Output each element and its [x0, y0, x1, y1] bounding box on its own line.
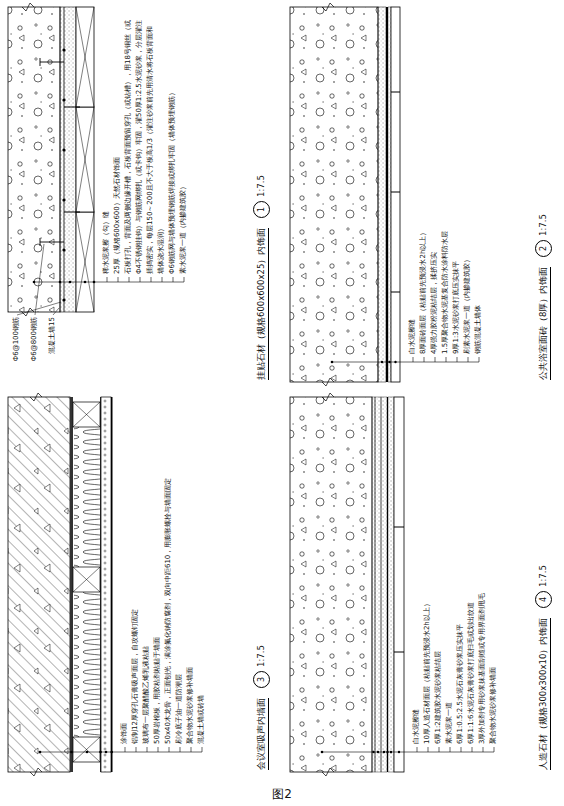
artificial-stone-section [290, 393, 404, 776]
leader-line [479, 357, 480, 362]
leader-line [34, 282, 184, 283]
layer-callout: 刷冷底子油一道防潮层 [175, 394, 185, 744]
rebar-label: 混凝土墙15 [48, 317, 57, 389]
layer-callout: 6厚1:0.5:2.5水泥石灰膏砂浆压实抹平 [456, 394, 466, 744]
leader-line [472, 747, 473, 752]
leader-line [129, 277, 130, 282]
layer-callout: 6厚1:1:6水泥石灰膏砂浆打底扫毛或划出纹道 [467, 394, 477, 744]
layer-callout: 墙体浇水湿润） [157, 4, 167, 274]
layer-callout: 铝制12厚穿孔石膏吸声面层，自攻螺钉固定 [131, 394, 141, 744]
layer-callout: 素水泥浆一道（内掺建筑胶） [179, 4, 189, 274]
layer-callout: 50厚岩棉板，用胶粘剂粘贴于墙面 [153, 394, 163, 744]
leader-line [118, 277, 119, 282]
leader-line [332, 362, 479, 363]
layer-callout: 白水泥擦缝 [412, 394, 422, 744]
leader-line [494, 747, 495, 752]
scale-label: 1:7.5 [538, 214, 549, 236]
scale-label: 1:7.5 [256, 645, 267, 667]
leader-line [202, 747, 203, 752]
layer-callout: 50x40木龙骨，正面刨光，满涂氟化钠防腐剂，双向中距610，用膨胀螺栓与墙面固… [164, 394, 174, 744]
detail-number: 3 [257, 677, 266, 682]
detail-number: 2 [539, 246, 548, 251]
layer-callout: Φ4不锈钢挂钩）与钢筋网绑扎（或卡钩）牢固，灌50厚1:2.5水泥砂浆，分层灌注 [135, 4, 145, 274]
scale-label: 1:7.5 [538, 565, 549, 587]
leader-line [125, 747, 126, 752]
layer-callout: 9厚1:3水泥砂浆打底压实抹平 [452, 4, 462, 354]
layer-callout: 6厚1:2建筑胶水泥砂浆粘结层 [434, 394, 444, 744]
detail-number: 1 [257, 207, 266, 212]
detail-number-circle: 3 [253, 671, 270, 688]
leader-line [191, 747, 192, 752]
layer-callout: 素水泥浆一道 [445, 394, 455, 744]
leader-line [140, 277, 141, 282]
leader-line [417, 747, 418, 752]
leader-line [180, 747, 181, 752]
leader-line [461, 747, 462, 752]
leader-line [107, 277, 108, 282]
layer-callout: 4厚强力胶粉泥粘结层，揉挤压实 [430, 4, 440, 354]
layer-callout: 钢筋混凝土墙体 [474, 4, 484, 354]
layer-callout: 石板打孔，背面及两侧边缘开槽，石板背面预留穿孔（或钻槽），用18号铜丝（或 [124, 4, 134, 274]
detail-title: 会议室吸声内墙面 [256, 698, 269, 770]
detail-title: 公共浴室面砖（8厚）内饰面 [538, 267, 551, 380]
layer-callout: 3厚外加剂专用砂浆抹基面刮糙或专用界面剂甩毛 [478, 394, 488, 744]
leader-line [428, 747, 429, 752]
layer-callout: 插捣密实，每层150～200且不大于板高1/3（灌注砂浆前先用清水将石板背面和 [146, 4, 156, 274]
layer-callout: 稀水泥浆擦（勾）缝 [102, 4, 112, 274]
leader-line [162, 277, 163, 282]
leader-line [413, 357, 414, 362]
detail-title: 挂贴石材（规格600x600x25）内饰面 [256, 228, 269, 380]
detail-number-circle: 1 [253, 201, 270, 218]
leader-line [158, 747, 159, 752]
acoustic-wall-section [8, 393, 113, 776]
leader-line [450, 747, 451, 752]
layer-callout: 聚合物水泥砂浆修补墙面 [489, 394, 499, 744]
leader-line [40, 752, 202, 753]
detail-number-circle: 4 [535, 591, 552, 608]
leader-line [322, 752, 494, 753]
layer-callout: 聚合物水泥砂浆修补墙面 [186, 394, 196, 744]
hung-stone-section [8, 3, 95, 316]
leader-line [136, 747, 137, 752]
leader-line [147, 747, 148, 752]
layer-callout: 25厚（规格600x600）天然石材饰面 [113, 4, 123, 274]
leader-line [468, 357, 469, 362]
leader-line [439, 747, 440, 752]
leader-line [457, 357, 458, 362]
layer-callout: 刷素水泥浆一道（内掺建筑胶） [463, 4, 473, 354]
leader-line [435, 357, 436, 362]
leader-line [424, 357, 425, 362]
leader-line [184, 277, 185, 282]
detail-number-circle: 2 [535, 240, 552, 257]
tile-wall-section [290, 3, 400, 386]
layer-callout: 1.5厚聚合物水泥基复合防水涂料防水层 [441, 4, 451, 354]
detail-title: 人造石材（规格300x300x10）内饰面 [538, 618, 551, 770]
layer-callout: Φ6钢筋网与墙体预埋钢筋焊接或绑扎牢固（墙体预埋钢筋） [168, 4, 178, 274]
layer-callout: 涂饰面 [120, 394, 130, 744]
leader-line [173, 277, 174, 282]
layer-callout: 8厚面砖面层（粘贴前先预浸水2h以上） [419, 4, 429, 354]
layer-callout: 白水泥擦缝 [408, 4, 418, 354]
leader-line [483, 747, 484, 752]
leader-line [151, 277, 152, 282]
rebar-label: Φ6@100钢筋 [12, 317, 21, 389]
layer-callout: 混凝土墙或砖墙 [197, 394, 207, 744]
leader-line [169, 747, 170, 752]
figure-caption: 图2 [0, 786, 564, 802]
layer-callout: 玻璃布一层聚醋酸乙烯乳液粘贴 [142, 394, 152, 744]
detail-number: 4 [539, 597, 548, 602]
scale-label: 1:7.5 [256, 175, 267, 197]
layer-callout: 10厚人造石材面层（粘贴前先预浸水2h以上） [423, 394, 433, 744]
rebar-label: Φ6@800钢筋 [30, 317, 39, 389]
leader-line [446, 357, 447, 362]
